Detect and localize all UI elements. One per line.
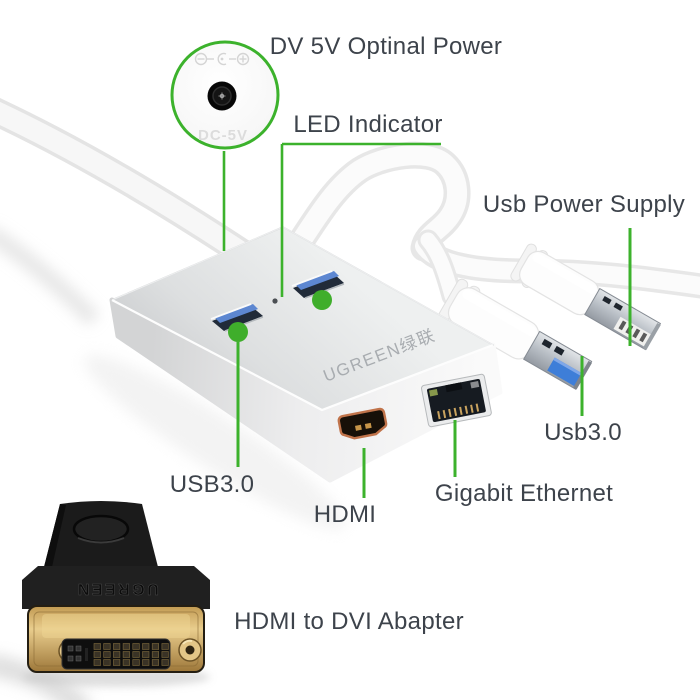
label-ethernet: Gigabit Ethernet (434, 480, 614, 507)
dc-magnifier: DC-5V (170, 40, 280, 150)
annotation-line-led (280, 142, 441, 297)
dvi-adapter: UGREEN (0, 501, 210, 700)
led-hole (272, 298, 278, 304)
label-usb3-plug: Usb3.0 (544, 419, 622, 446)
annotation-lines (222, 142, 632, 498)
label-usb3-ports: USB3.0 (169, 471, 255, 498)
label-led-indicator: LED Indicator (293, 111, 443, 138)
cable-shadow (0, 229, 101, 327)
dvi-gold-face (27, 605, 205, 673)
corner-shadow (0, 655, 90, 700)
label-dc-power: DV 5V Optinal Power (269, 33, 503, 60)
polarity-icon (194, 52, 250, 66)
device-shadow (84, 354, 346, 530)
marker-dot-usb-right (312, 290, 332, 310)
adapter-brand-text: UGREEN (75, 580, 158, 597)
label-usb-power: Usb Power Supply (482, 191, 686, 218)
dvi-pin-block (61, 638, 171, 670)
dvi-screw-right (178, 638, 202, 662)
usb3-port-left-icon (210, 303, 264, 332)
hub-device: UGREEN绿联 (109, 226, 503, 483)
marker-dot-usb-left (228, 322, 248, 342)
dc-voltage-text: DC-5V (198, 127, 248, 144)
label-dvi-adapter: HDMI to DVI Abapter (234, 608, 464, 635)
label-hdmi: HDMI (313, 501, 377, 528)
hdmi-housing (44, 501, 158, 567)
dc-jack-icon (207, 81, 237, 111)
adapter-flange: UGREEN (22, 566, 210, 609)
hdmi-port-icon (337, 407, 388, 440)
ethernet-port-icon (421, 373, 492, 428)
